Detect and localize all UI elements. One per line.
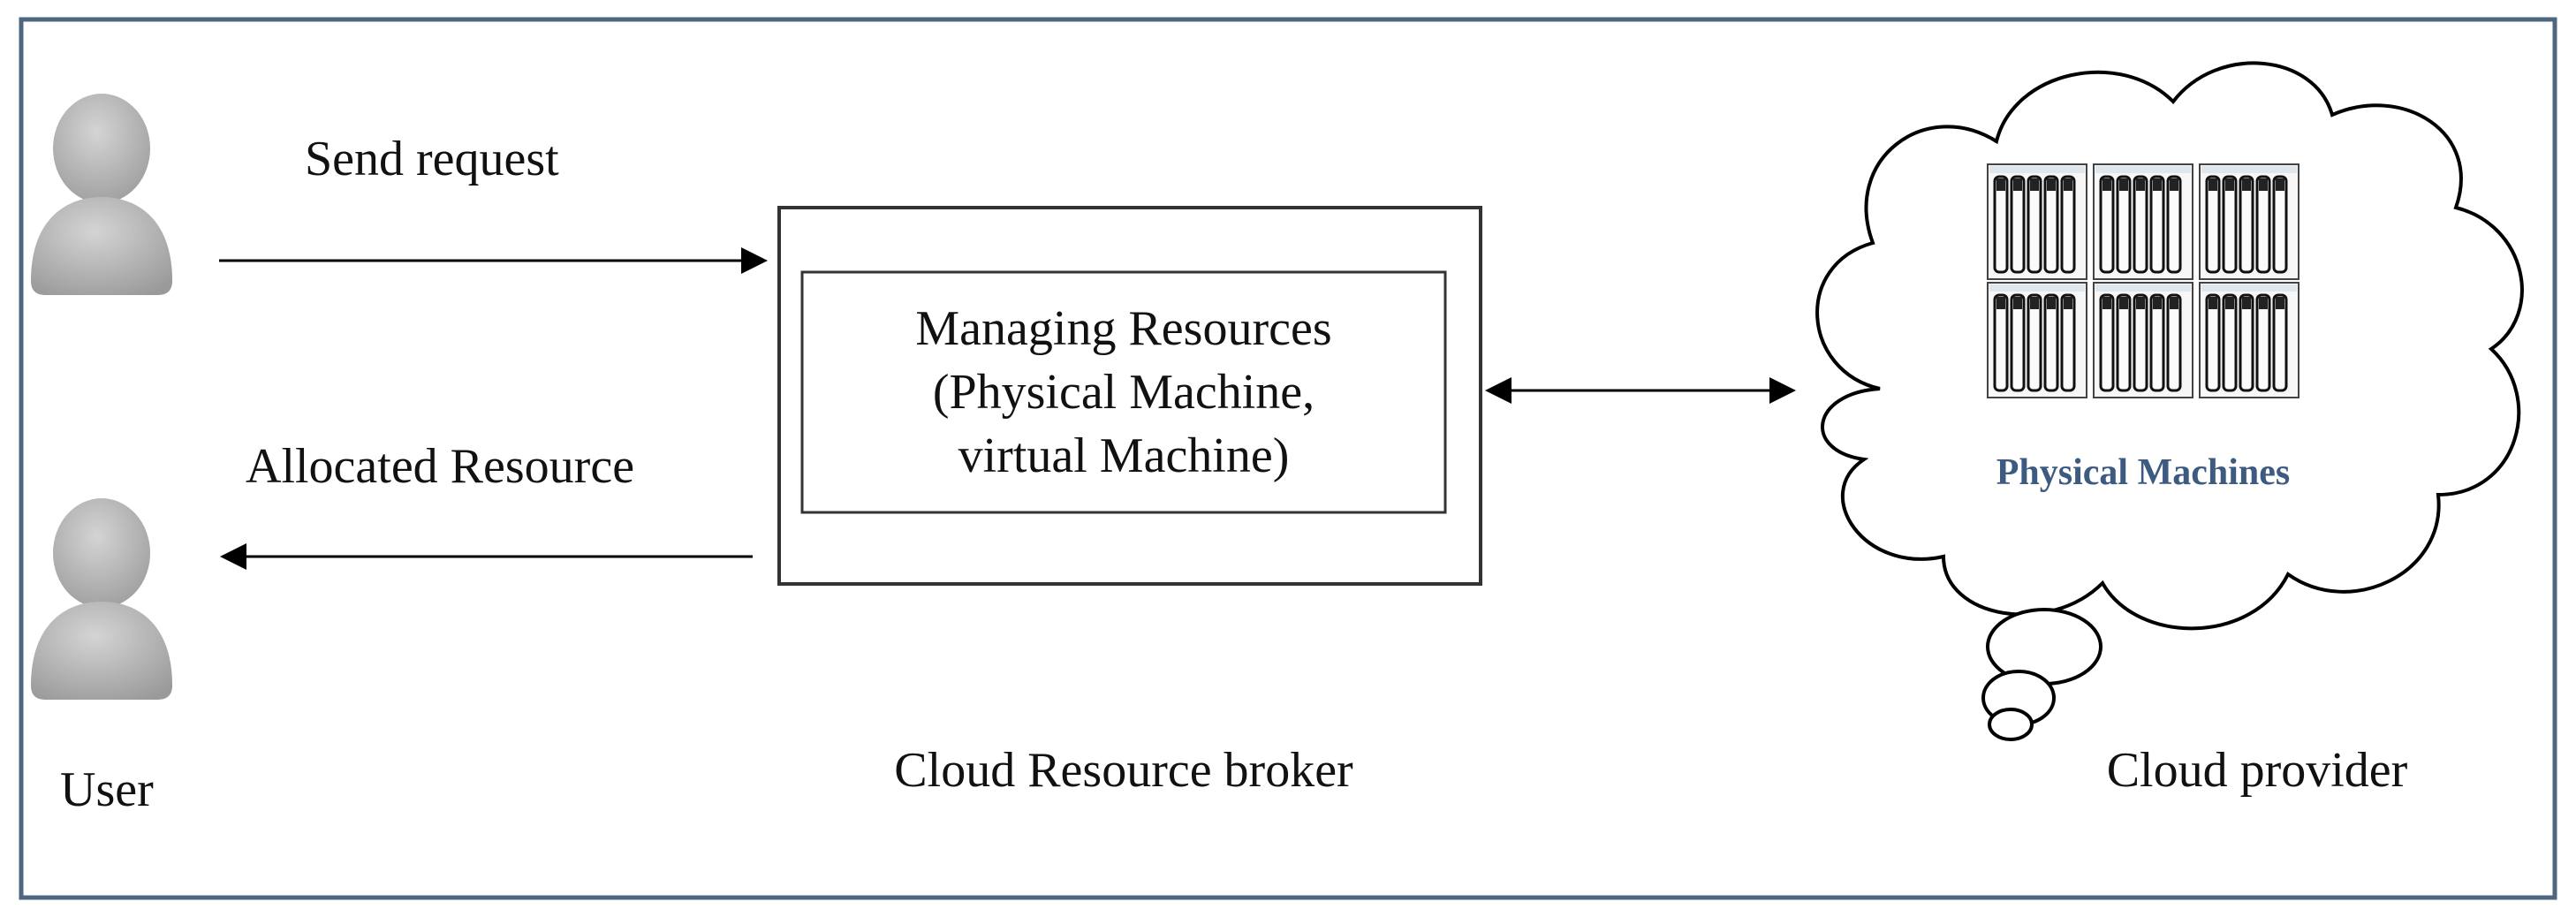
physical-machines-label: Physical Machines xyxy=(1996,452,2291,493)
user-icon xyxy=(31,498,172,700)
cloud-resource-broker-label: Cloud Resource broker xyxy=(894,743,1353,798)
diagram-frame xyxy=(19,17,2557,900)
managing-resources-line2: (Physical Machine, xyxy=(933,365,1315,420)
cloud-provider-label: Cloud provider xyxy=(2107,743,2408,798)
managing-resources-line3: virtual Machine) xyxy=(958,428,1290,483)
user-icon xyxy=(31,94,172,295)
resource-broker-box: Managing Resources (Physical Machine, vi… xyxy=(777,206,1482,586)
allocated-resource-label: Allocated Resource xyxy=(246,439,634,494)
send-request-label: Send request xyxy=(305,132,559,186)
managing-resources-line1: Managing Resources xyxy=(915,301,1331,356)
user-label: User xyxy=(60,762,154,817)
